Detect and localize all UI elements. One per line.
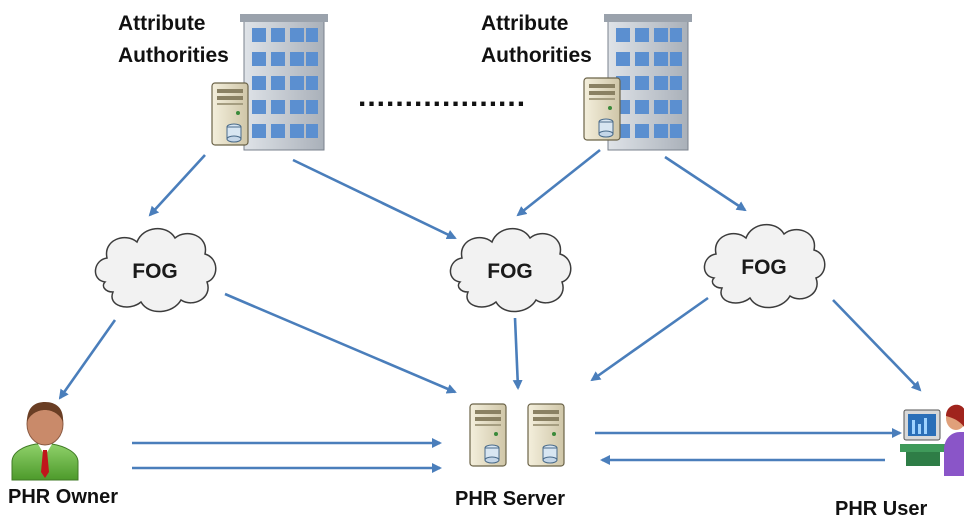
- fog-node-3: FOG: [703, 224, 826, 309]
- building-icon: [240, 14, 328, 151]
- server-icon: [583, 77, 621, 141]
- cloud-icon: [94, 228, 217, 313]
- phr-user-label: PHR User: [835, 498, 927, 520]
- arrow-aa2-to-fog3: [664, 155, 747, 212]
- aa1-label-line2: Authorities: [118, 44, 229, 67]
- arrow-fog2-to-server: [512, 317, 523, 390]
- arrow-aa2-to-fog2: [516, 148, 601, 217]
- fog-node-1: FOG: [94, 228, 217, 313]
- server-icon: [469, 403, 507, 467]
- phr-server-label: PHR Server: [455, 488, 565, 510]
- phr-user: PHR User: [835, 404, 964, 520]
- server-icon: [211, 82, 249, 146]
- arrow-fog1-to-server: [224, 292, 457, 394]
- server-icon: [527, 403, 565, 467]
- fog-node-2: FOG: [449, 228, 572, 313]
- cloud-icon: [703, 224, 826, 309]
- phr-owner: PHR Owner: [8, 402, 118, 508]
- arrow-aa1-to-fog2: [292, 158, 457, 240]
- aa2-label-line2: Authorities: [481, 44, 592, 67]
- computer-user-icon: [900, 404, 964, 476]
- aa2-label-line1: Attribute: [481, 12, 569, 35]
- connection-arrows: [58, 148, 922, 473]
- phr-owner-label: PHR Owner: [8, 486, 118, 508]
- fog-1-label: FOG: [132, 260, 178, 283]
- fog-3-label: FOG: [741, 256, 787, 279]
- aa1-label-line1: Attribute: [118, 12, 206, 35]
- arrow-fog3-to-user: [832, 299, 922, 392]
- phr-server: PHR Server: [455, 403, 565, 510]
- arrow-fog3-to-server: [590, 296, 709, 382]
- arrow-fog1-to-owner: [58, 319, 117, 400]
- arrow-aa1-to-fog1: [148, 154, 206, 217]
- attribute-authority-2: Attribute Authorities: [481, 12, 692, 151]
- building-icon: [604, 14, 692, 151]
- person-icon: [11, 402, 79, 481]
- more-authorities-ellipsis: ..................: [358, 80, 526, 113]
- fog-2-label: FOG: [487, 260, 533, 283]
- attribute-authority-1: Attribute Authorities: [118, 12, 328, 151]
- cloud-icon: [449, 228, 572, 313]
